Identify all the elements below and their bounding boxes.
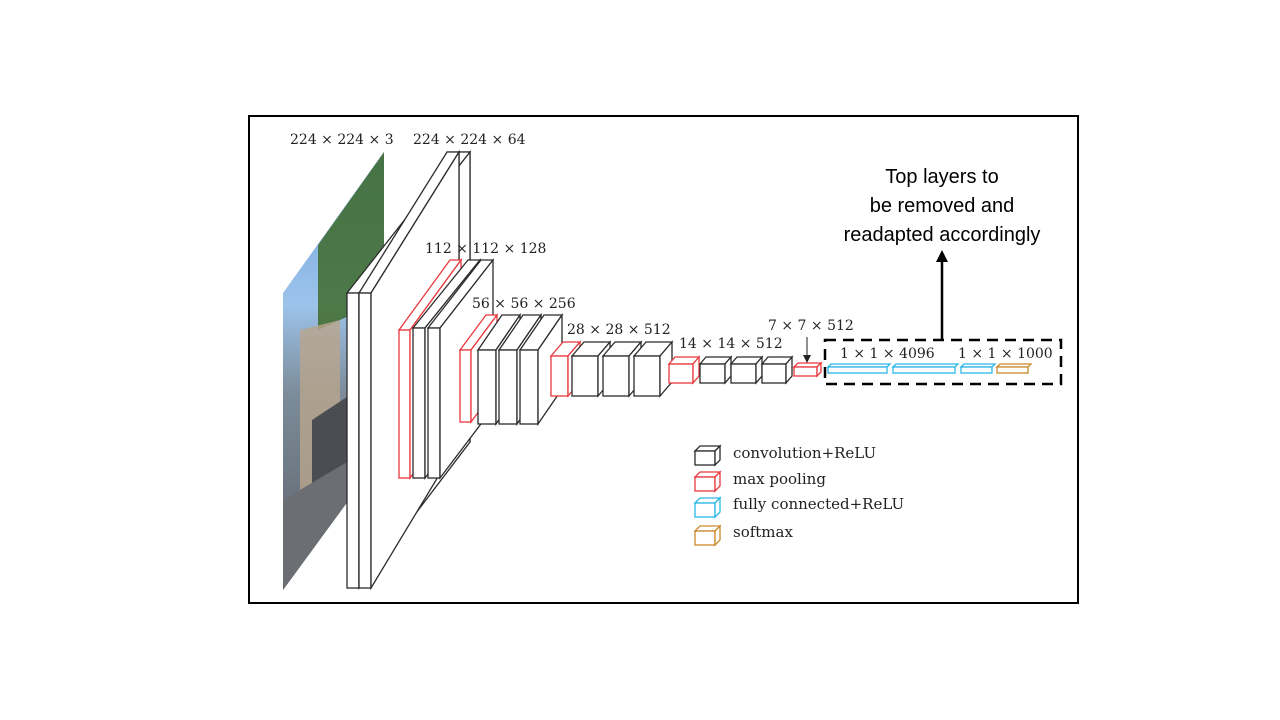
legend-fc-icon	[693, 496, 722, 519]
legend-pool-icon	[693, 470, 722, 493]
label-conv2: 112 × 112 × 128	[425, 241, 547, 257]
annotation-line-1: Top layers to	[885, 166, 999, 188]
legend-softmax-label: softmax	[733, 523, 793, 541]
conv5-stage	[667, 355, 794, 385]
diagram-frame	[248, 115, 1079, 604]
pool5-block	[792, 361, 823, 378]
label-conv5: 14 × 14 × 512	[679, 336, 783, 352]
annotation-line-2: be removed and	[869, 195, 1015, 217]
legend-icons	[693, 444, 722, 547]
label-conv3: 56 × 56 × 256	[472, 296, 576, 312]
annotation-line-3: readapted accordingly	[843, 224, 1041, 246]
fc-layers	[826, 363, 997, 374]
label-fc: 1 × 1 × 4096	[840, 346, 935, 362]
legend-softmax-icon	[693, 524, 722, 547]
pool5-pointer-arrow	[803, 337, 811, 363]
legend-fc-label: fully connected+ReLU	[733, 495, 905, 513]
label-conv4: 28 × 28 × 512	[567, 322, 671, 338]
annotation-text: Top layers to be removed and readapted a…	[826, 163, 1058, 250]
label-conv1: 224 × 224 × 64	[413, 132, 526, 148]
conv4-stage	[549, 340, 674, 398]
legend-pool-label: max pooling	[733, 470, 826, 488]
legend-conv-icon	[693, 444, 722, 467]
label-pool5: 7 × 7 × 512	[768, 318, 854, 334]
label-input: 224 × 224 × 3	[290, 132, 394, 148]
legend-conv-label: convolution+ReLU	[733, 444, 877, 462]
annotation-arrow	[936, 250, 948, 340]
label-softmax: 1 × 1 × 1000	[958, 346, 1053, 362]
conv3-stage	[458, 312, 564, 427]
softmax-layer	[995, 363, 1033, 374]
